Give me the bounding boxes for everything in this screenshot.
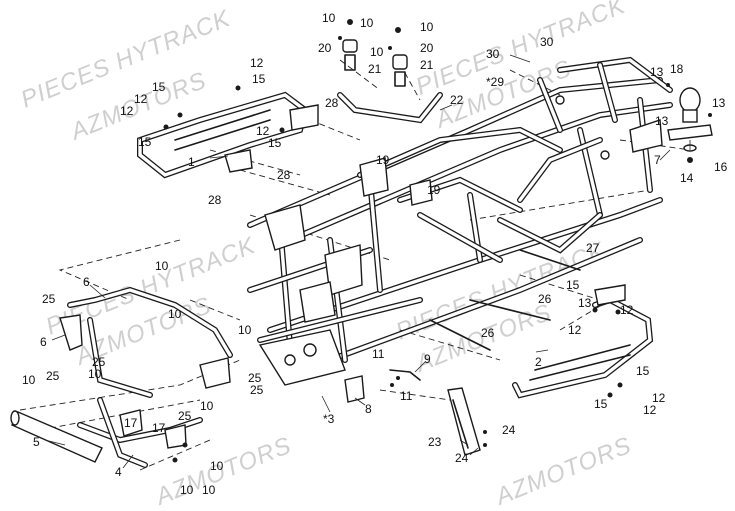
part-2-front-rack <box>512 284 654 399</box>
label-10e: 10 <box>155 259 169 273</box>
label-16: 16 <box>714 160 728 174</box>
part-labels: 1 2 *3 4 5 6 6 7 8 9 10 10 10 10 10 10 1… <box>22 11 728 497</box>
label-10b: 10 <box>360 16 374 30</box>
label-17b: 17 <box>152 421 166 435</box>
label-12g: 12 <box>652 391 666 405</box>
label-10f: 10 <box>168 307 182 321</box>
label-12e: 12 <box>568 323 582 337</box>
label-24b: 24 <box>455 451 469 465</box>
label-25f: 25 <box>178 409 192 423</box>
label-26b: 26 <box>481 326 495 340</box>
label-30a: 30 <box>486 47 500 61</box>
label-11b: 11 <box>400 389 413 403</box>
part-18-mount <box>666 83 713 163</box>
label-15g: 15 <box>594 397 608 411</box>
label-10j: 10 <box>200 399 214 413</box>
part-20-21-clamps <box>338 19 408 87</box>
label-10d: 10 <box>370 45 384 59</box>
label-13a: 13 <box>650 65 664 79</box>
label-28b: 28 <box>277 168 291 182</box>
label-20b: 20 <box>420 41 434 55</box>
label-10k: 10 <box>210 459 224 473</box>
leader-lines <box>44 54 691 469</box>
label-21b: 21 <box>420 58 434 72</box>
label-18: 18 <box>670 62 684 76</box>
label-10m: 10 <box>202 483 216 497</box>
label-22: 22 <box>450 93 464 107</box>
label-26a: 26 <box>538 292 552 306</box>
label-2: 2 <box>535 355 542 369</box>
label-10c: 10 <box>420 20 434 34</box>
label-15b: 15 <box>252 72 266 86</box>
label-12h: 12 <box>643 403 657 417</box>
label-25d: 25 <box>248 371 262 385</box>
part-23-plate <box>447 387 487 456</box>
label-21a: 21 <box>368 62 382 76</box>
label-15a: 15 <box>152 80 166 94</box>
label-10i: 10 <box>88 367 102 381</box>
part-1-rear-rack <box>137 85 319 179</box>
label-12f: 12 <box>620 303 634 317</box>
label-12d: 12 <box>256 124 270 138</box>
label-11a: 11 <box>372 347 385 361</box>
label-13d: 13 <box>578 296 592 310</box>
label-25e: 25 <box>250 383 264 397</box>
label-10g: 10 <box>238 323 252 337</box>
label-17a: 17 <box>124 416 138 430</box>
label-24a: 24 <box>502 423 516 437</box>
label-12a: 12 <box>250 56 264 70</box>
long-bolts <box>429 249 581 351</box>
part-8-9-brackets <box>344 369 421 403</box>
label-28c: 28 <box>208 193 222 207</box>
label-19b: 19 <box>427 183 441 197</box>
label-13b: 13 <box>712 96 726 110</box>
label-1: 1 <box>188 155 195 169</box>
label-9: 9 <box>424 352 431 366</box>
label-23: 23 <box>428 435 442 449</box>
label-6b: 6 <box>40 335 47 349</box>
label-20a: 20 <box>318 41 332 55</box>
label-15d: 15 <box>268 136 282 150</box>
part-4-lower-guard <box>77 397 203 468</box>
part-22-upper-bar <box>337 92 443 124</box>
label-7: 7 <box>654 153 661 167</box>
label-15c: 15 <box>138 135 152 149</box>
part-6-front-bumper <box>59 286 233 398</box>
label-10l: 10 <box>180 483 194 497</box>
label-3: *3 <box>323 412 335 426</box>
label-27: 27 <box>586 241 600 255</box>
label-6a: 6 <box>83 275 90 289</box>
watermark-10: AZMOTORS <box>490 432 635 511</box>
label-25a: 25 <box>42 292 56 306</box>
label-28a: 28 <box>325 96 339 110</box>
label-5: 5 <box>33 435 40 449</box>
label-25c: 25 <box>46 369 60 383</box>
label-8: 8 <box>365 402 372 416</box>
label-13c: 13 <box>655 114 669 128</box>
label-14: 14 <box>680 171 694 185</box>
main-frame <box>247 56 673 386</box>
label-19a: 19 <box>376 153 390 167</box>
part-5-cylinder <box>10 410 103 463</box>
label-12b: 12 <box>134 92 148 106</box>
label-15f: 15 <box>636 364 650 378</box>
label-10h: 10 <box>22 373 36 387</box>
label-25b: 25 <box>92 355 106 369</box>
label-29: *29 <box>486 75 504 89</box>
label-30b: 30 <box>540 35 554 49</box>
label-4: 4 <box>115 465 122 479</box>
label-10a: 10 <box>322 11 336 25</box>
label-12c: 12 <box>120 104 134 118</box>
label-15e: 15 <box>566 278 580 292</box>
